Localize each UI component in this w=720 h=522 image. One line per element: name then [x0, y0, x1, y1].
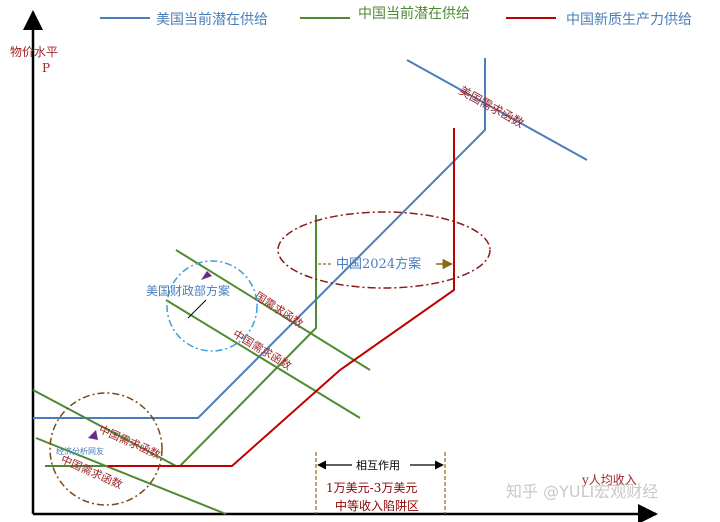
cn-demand-label-mid: 中国需求函数	[230, 327, 293, 372]
x-axis-label: y人均收入	[581, 473, 637, 487]
cn-demand-curve-low2	[35, 437, 227, 515]
cn-2024-plan-label: 中国2024方案	[336, 256, 421, 272]
middle-income-trap-bracket: 相互作用 1万美元-3万美元 中等收入陷阱区	[315, 452, 446, 514]
econ-net-circle	[49, 392, 163, 506]
middle-trap-label: 中等收入陷阱区	[335, 498, 419, 513]
cn-demand-label-low2: 中国需求函数	[59, 453, 125, 492]
cn-new-supply-curve	[108, 128, 455, 467]
cn-demand-curve-upper	[175, 249, 371, 371]
cn-demand-label-low1: 中国需求函数	[97, 423, 163, 462]
us-treasury-plan-marker	[201, 271, 212, 280]
watermark: 知乎 @YULI宏观财经	[506, 482, 658, 501]
us-treasury-plan-circle	[166, 260, 258, 352]
us-supply-curve	[33, 58, 486, 419]
econ-net-marker	[88, 430, 98, 440]
legend-us-supply-label: 美国当前潜在供给	[156, 11, 268, 28]
y-axis-symbol: P	[42, 61, 50, 75]
us-treasury-plan-pointer	[187, 299, 207, 319]
cn-2024-plan-ellipse	[277, 211, 491, 289]
legend-cn-supply-label: 中国当前潜在供给	[358, 5, 470, 22]
us-treasury-plan-label: 美国财政部方案	[146, 283, 230, 298]
legend: 美国当前潜在供给 中国当前潜在供给 中国新质生产力供给	[100, 5, 692, 28]
cn-demand-label-upper: 国需求函数	[252, 290, 305, 331]
us-demand-curve	[406, 59, 588, 161]
cn-demand-curve-low1	[32, 389, 177, 467]
us-demand-label: 美国需求函数	[457, 83, 527, 131]
interaction-label: 相互作用	[356, 459, 400, 472]
y-axis-label: 物价水平	[10, 45, 58, 59]
axes: 物价水平 P y人均收入	[10, 10, 658, 522]
legend-cn-new-supply-label: 中国新质生产力供给	[566, 12, 692, 28]
income-range-label: 1万美元-3万美元	[326, 481, 417, 495]
cn-demand-curve-mid	[165, 299, 361, 419]
econ-net-label: 经济分析网友	[56, 446, 104, 456]
